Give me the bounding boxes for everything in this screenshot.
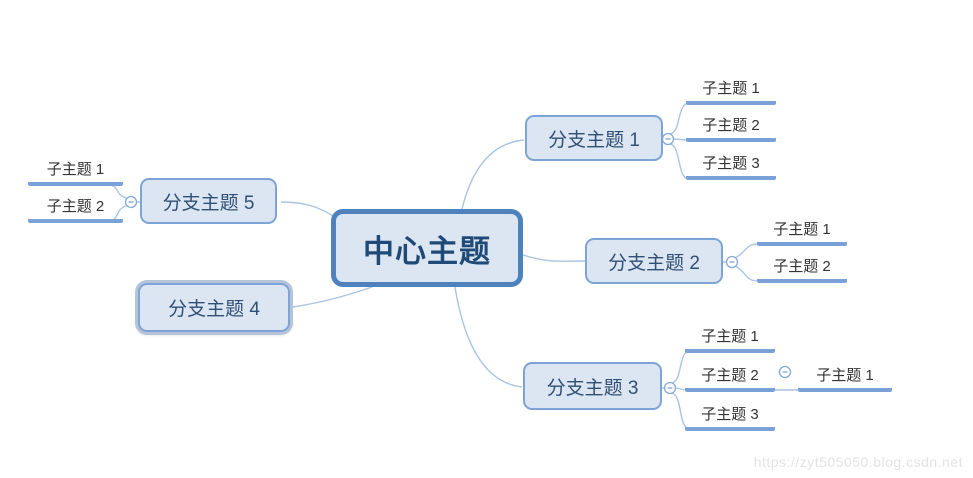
connector-branch3-sub2: [675, 387, 686, 391]
subtopic-3-1[interactable]: 子主题 1: [685, 325, 775, 353]
subtopic-2-1[interactable]: 子主题 1: [757, 218, 847, 246]
collapse-toggle-branch3-sub2[interactable]: [778, 365, 792, 379]
branch-topic-4-selected[interactable]: 分支主题 4: [138, 283, 290, 332]
branch-topic-3[interactable]: 分支主题 3: [523, 362, 662, 410]
branch-topic-5[interactable]: 分支主题 5: [140, 178, 277, 224]
subtopic-3-3[interactable]: 子主题 3: [685, 403, 775, 431]
connector-center-branch3: [454, 286, 523, 388]
connector-center-branch4: [292, 286, 373, 308]
central-topic[interactable]: 中心主题: [331, 209, 523, 287]
subtopic-3-2[interactable]: 子主题 2: [685, 364, 775, 392]
watermark: https://zyt505050.blog.csdn.net: [753, 454, 963, 470]
connector-center-branch2: [522, 254, 586, 262]
branch-topic-2[interactable]: 分支主题 2: [585, 238, 723, 284]
collapse-toggle-branch5[interactable]: [124, 195, 138, 209]
collapse-toggle-branch1[interactable]: [661, 132, 675, 146]
subtopic-5-1[interactable]: 子主题 1: [28, 158, 123, 186]
subtopic-5-2[interactable]: 子主题 2: [28, 195, 123, 223]
connector-branch2-sub1: [734, 243, 759, 259]
subtopic-3-2-child[interactable]: 子主题 1: [798, 364, 892, 392]
connector-center-branch1: [461, 139, 525, 210]
branch-topic-1[interactable]: 分支主题 1: [525, 115, 663, 161]
subtopic-1-1[interactable]: 子主题 1: [686, 77, 776, 105]
connector-center-branch5: [280, 201, 338, 220]
subtopic-1-3[interactable]: 子主题 3: [686, 152, 776, 180]
connector-branch1-sub2: [673, 138, 688, 141]
connector-branch2-sub2: [734, 265, 759, 282]
collapse-toggle-branch2[interactable]: [725, 255, 739, 269]
subtopic-1-2[interactable]: 子主题 2: [686, 114, 776, 142]
subtopic-2-2[interactable]: 子主题 2: [757, 255, 847, 283]
collapse-toggle-branch3[interactable]: [663, 381, 677, 395]
